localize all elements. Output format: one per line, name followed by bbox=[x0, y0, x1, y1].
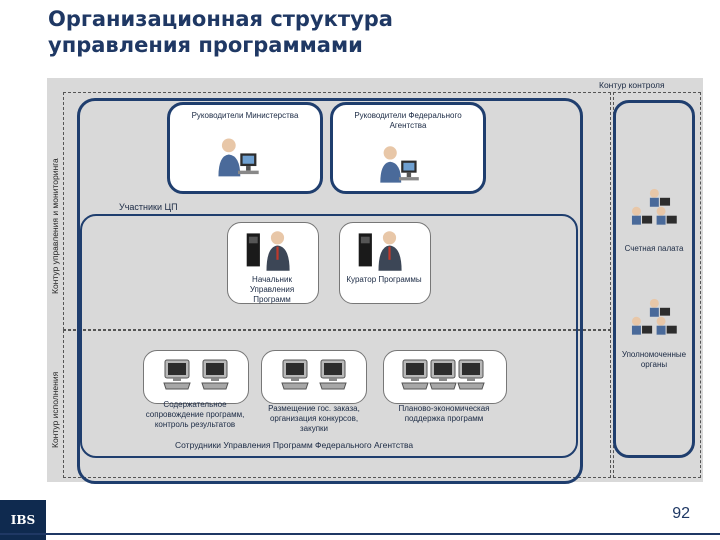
curator-box: Куратор Программы bbox=[339, 222, 431, 304]
authorized-bodies-label: Уполномоченные органы bbox=[621, 350, 687, 369]
title-line1: Организационная структура bbox=[48, 7, 393, 31]
control-frame bbox=[613, 100, 695, 458]
contour-control-label: Контур контроля bbox=[599, 80, 665, 90]
computer-icon bbox=[456, 357, 486, 391]
economic-support-label: Планово-экономическая поддержка программ bbox=[398, 404, 490, 423]
audit-chamber-label: Счетная палата bbox=[624, 244, 684, 253]
agency-heads-box: Руководители Федерального Агентства bbox=[330, 102, 486, 194]
computer-icon bbox=[428, 357, 458, 391]
ministry-heads-label: Руководители Министерства bbox=[191, 111, 299, 120]
person-at-computer-icon bbox=[375, 143, 423, 187]
person-at-computer-icon bbox=[214, 135, 262, 181]
businessman-icon bbox=[356, 229, 412, 273]
management-contour-box bbox=[63, 92, 611, 330]
participants-frame bbox=[80, 214, 578, 458]
contour-execution-label: Контур исполнения bbox=[50, 371, 60, 448]
participants-label: Участники ЦП bbox=[119, 202, 178, 212]
content-support-box bbox=[143, 350, 249, 404]
staff-label: Сотрудники Управления Программ Федеральн… bbox=[175, 440, 414, 450]
curator-label: Куратор Программы bbox=[346, 275, 422, 284]
ministry-heads-box: Руководители Министерства bbox=[167, 102, 323, 194]
procurement-box bbox=[261, 350, 367, 404]
procurement-label: Размещение гос. заказа, организация конк… bbox=[268, 404, 360, 433]
execution-contour-box bbox=[63, 330, 611, 478]
computer-icon bbox=[280, 357, 310, 391]
businessman-icon bbox=[244, 229, 300, 273]
head-department-label: Начальник Управления Программ bbox=[249, 275, 295, 304]
computer-icon bbox=[400, 357, 430, 391]
workgroup-icon bbox=[623, 296, 679, 342]
workgroup-icon bbox=[623, 186, 679, 232]
footer-divider bbox=[0, 533, 720, 535]
contour-management-label: Контур управления и мониторинга bbox=[50, 158, 60, 294]
org-diagram: Контур контроля Контур управления и мони… bbox=[47, 78, 703, 484]
page-number: 92 bbox=[672, 505, 690, 522]
computer-icon bbox=[318, 357, 348, 391]
computer-icon bbox=[200, 357, 230, 391]
head-department-box: Начальник Управления Программ bbox=[227, 222, 319, 304]
computer-icon bbox=[162, 357, 192, 391]
content-support-label: Содержательное сопровождение программ, к… bbox=[145, 400, 245, 429]
agency-heads-label: Руководители Федерального Агентства bbox=[354, 111, 462, 130]
economic-support-box bbox=[383, 350, 507, 404]
title-line2: управления программами bbox=[48, 33, 363, 57]
leaders-frame bbox=[77, 98, 583, 484]
page-title: Организационная структура управления про… bbox=[48, 6, 393, 58]
